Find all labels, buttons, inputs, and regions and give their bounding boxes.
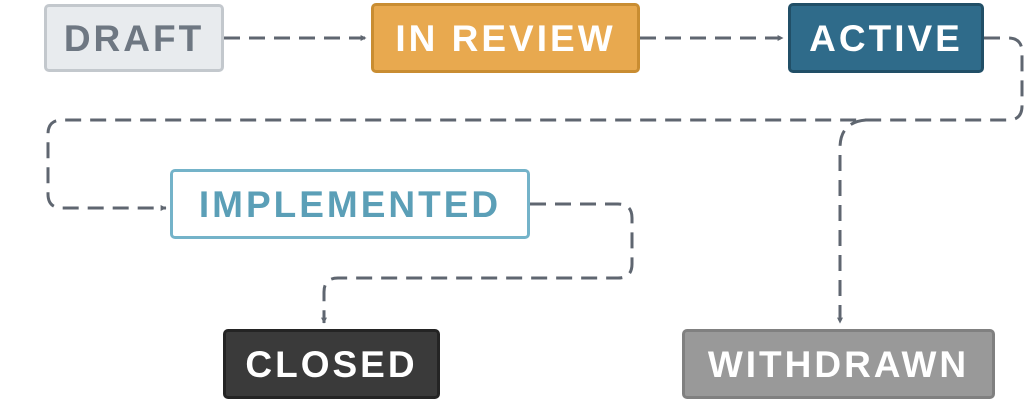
status-node-implemented-label: IMPLEMENTED (198, 183, 502, 225)
status-node-in-review: IN REVIEW (371, 3, 640, 73)
status-node-withdrawn: WITHDRAWN (682, 329, 995, 399)
status-node-draft-label: DRAFT (63, 17, 205, 59)
edge-active-to-implemented (46, 36, 1024, 211)
status-node-active-label: ACTIVE (809, 17, 963, 59)
status-node-in-review-label: IN REVIEW (395, 17, 616, 59)
status-node-closed-label: CLOSED (245, 343, 418, 385)
edge-active-to-withdrawn (837, 118, 867, 324)
status-node-closed: CLOSED (223, 329, 440, 399)
status-node-draft: DRAFT (44, 4, 224, 72)
status-node-withdrawn-label: WITHDRAWN (707, 343, 970, 385)
status-node-implemented: IMPLEMENTED (170, 169, 530, 239)
status-node-active: ACTIVE (788, 3, 984, 73)
